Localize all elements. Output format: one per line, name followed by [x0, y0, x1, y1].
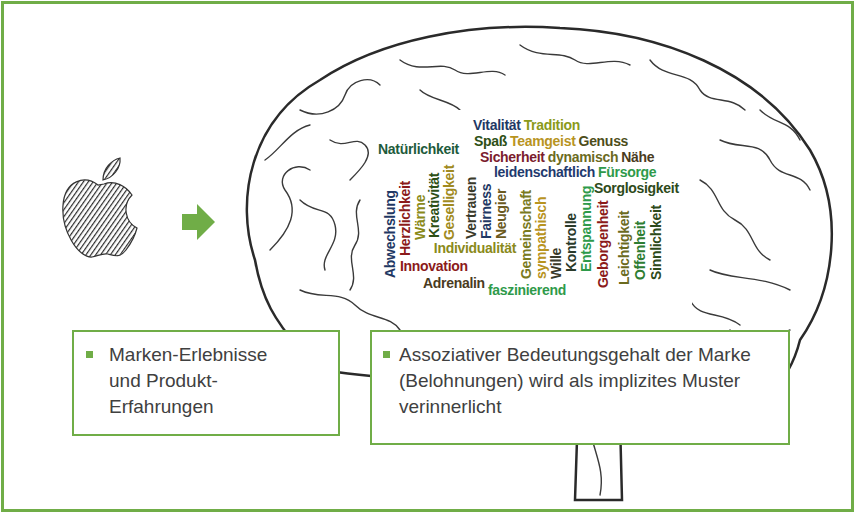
word-cloud-term: Geselligkeit	[442, 165, 457, 240]
word-cloud-term: Fairness	[479, 184, 494, 239]
block-arrow	[182, 204, 215, 240]
word-cloud-term: Natürlichkeit	[378, 142, 459, 157]
word-cloud-term: Vertrauen	[464, 177, 479, 239]
box-text: Marken-Erlebnisse und Produkt-Erfahrunge…	[109, 342, 294, 420]
word-cloud-term: Genuss	[579, 134, 629, 149]
word-cloud-term: Spaß	[474, 134, 507, 149]
word-cloud-term: Leichtigkeit	[617, 211, 632, 285]
word-cloud-term: Nähe	[621, 150, 654, 165]
word-cloud-term: Sorglosigkeit	[594, 181, 679, 196]
word-cloud-term: Tradition	[524, 118, 580, 133]
word-cloud-term: Herzlichkeit	[398, 181, 413, 256]
word-cloud-term: dynamisch	[548, 150, 618, 165]
word-cloud-term: Neugier	[494, 189, 509, 239]
word-cloud-term: Vitalität	[473, 118, 521, 133]
bullet-square	[383, 351, 390, 358]
word-cloud-term: Offenheit	[633, 221, 648, 280]
bullet-square	[86, 351, 93, 358]
word-cloud-term: Teamgeist	[510, 134, 576, 149]
word-cloud-term: Individualität	[434, 241, 516, 256]
word-cloud-term: faszinierend	[488, 283, 566, 298]
word-cloud-term: Kontrolle	[564, 213, 579, 272]
word-cloud-term: Kreativität	[427, 173, 442, 238]
text-box: Marken-Erlebnisse und Produkt-Erfahrunge…	[72, 330, 340, 436]
box-text: Assoziativer Bedeutungsgehalt der Marke …	[399, 342, 774, 420]
word-cloud-term: Geborgenheit	[596, 201, 611, 288]
word-cloud-term: Innovation	[400, 259, 468, 274]
text-box: Assoziativer Bedeutungsgehalt der Marke …	[370, 330, 790, 445]
word-cloud-term: Abwechslung	[383, 190, 398, 278]
word-cloud-term: Fürsorge	[598, 165, 656, 180]
word-cloud-term: Wärme	[413, 195, 428, 240]
word-cloud-term: sympathisch	[534, 197, 549, 279]
word-cloud-term: Gemeinschaft	[519, 190, 534, 279]
word-cloud-term: Entspannung	[579, 186, 594, 272]
word-cloud-term: Adrenalin	[423, 276, 485, 291]
word-cloud-term: Sinnlichkeit	[649, 205, 664, 280]
word-cloud-term: Sicherheit	[480, 150, 545, 165]
word-cloud-term: Wille	[549, 248, 564, 279]
word-cloud-term: leidenschaftlich	[494, 165, 595, 180]
apple-logo	[63, 158, 137, 257]
